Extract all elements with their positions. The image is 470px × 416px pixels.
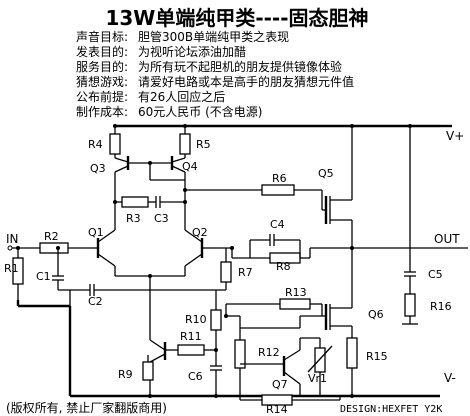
resistor-r9 [142,361,154,381]
transistor-q3 [114,156,130,173]
copyright-note: (版权所有, 禁止厂家翻版商用) [6,400,167,415]
info-label: 服务目的: [76,59,128,74]
designer-credit: DESIGN:HEXFET Y2K [340,404,442,415]
info-value: 有26人回应之后 [138,89,225,104]
label-r9: R9 [118,368,133,381]
resistor-r15 [346,337,358,369]
label-c5: C5 [428,268,443,281]
potentiometer-vr1 [314,347,326,373]
capacitor-c4 [269,234,275,246]
capacitor-c6 [210,365,222,371]
resistor-r2 [39,242,69,254]
label-r13: R13 [285,286,307,299]
positive-rail-label: V+ [446,129,464,143]
resistor-r11 [177,344,205,356]
label-r14: R14 [266,403,288,416]
label-vr1: Vr1 [308,372,327,385]
negative-rail [16,300,440,398]
label-r16: R16 [430,300,452,313]
label-q6: Q6 [368,308,384,321]
label-c1: C1 [36,270,51,283]
info-label: 声音目标: [76,29,128,44]
input-label: IN [6,232,19,246]
resistor-r10 [210,309,222,331]
resistor-r7 [220,261,232,283]
info-label: 发表目的: [76,44,128,59]
transistor-q7 [240,349,301,385]
info-label: 制作成本: [76,105,128,119]
resistor-r16 [404,293,416,317]
info-label: 公布前提: [76,89,128,104]
label-c2: C2 [88,295,103,308]
info-label: 猜想游戏: [76,74,128,89]
capacitor-c5 [404,271,416,277]
info-value: 为视听论坛添油加醋 [138,44,246,59]
info-block: 声音目标: 胆管300B单端纯甲类之表现 发表目的: 为视听论坛添油加醋 服务目… [76,29,354,119]
resistor-r13 [279,298,311,310]
label-q2: Q2 [192,226,208,239]
resistor-r4 [109,133,121,155]
label-q3: Q3 [90,162,106,175]
info-value: 60元人民币 (不含电源) [138,104,262,119]
negative-rail-label: V- [444,371,456,385]
transistor-q1 [90,229,116,267]
label-c3: C3 [154,212,169,225]
label-r2: R2 [44,230,59,243]
label-q7: Q7 [272,378,288,391]
page-title: 13W单端纯甲类----固态胆神 [105,6,368,30]
label-q5: Q5 [318,167,334,180]
label-q4: Q4 [182,160,198,173]
output-label: OUT [434,232,460,246]
transistor-q2 [184,229,215,267]
input-port [7,245,40,251]
label-r10: R10 [185,313,207,326]
label-c4: C4 [270,218,285,231]
transistor-q5 [322,196,352,224]
label-r5: R5 [196,138,211,151]
label-q1: Q1 [88,226,104,239]
capacitor-c3 [155,196,161,208]
resistor-r5 [179,133,191,155]
label-r11: R11 [180,330,202,343]
label-r4: R4 [88,138,103,151]
info-value: 胆管300B单端纯甲类之表现 [138,29,289,44]
label-r3: R3 [126,212,141,225]
transistor-q6 [322,304,352,330]
info-value: 请爱好电路或本是高手的朋友猜想元件值 [138,74,354,89]
transistor-q-tail [149,339,167,363]
label-c6: C6 [188,370,203,383]
label-r15: R15 [366,350,388,363]
info-value: 为所有玩不起胆机的朋友提供镜像体验 [138,59,342,74]
label-r8: R8 [276,260,291,273]
label-r7: R7 [238,266,253,279]
label-r6: R6 [272,172,287,185]
resistor-r6 [261,184,295,196]
capacitor-c1 [52,275,64,281]
label-r1: R1 [4,262,19,275]
label-r12: R12 [258,346,280,359]
resistor-r3 [121,196,149,208]
